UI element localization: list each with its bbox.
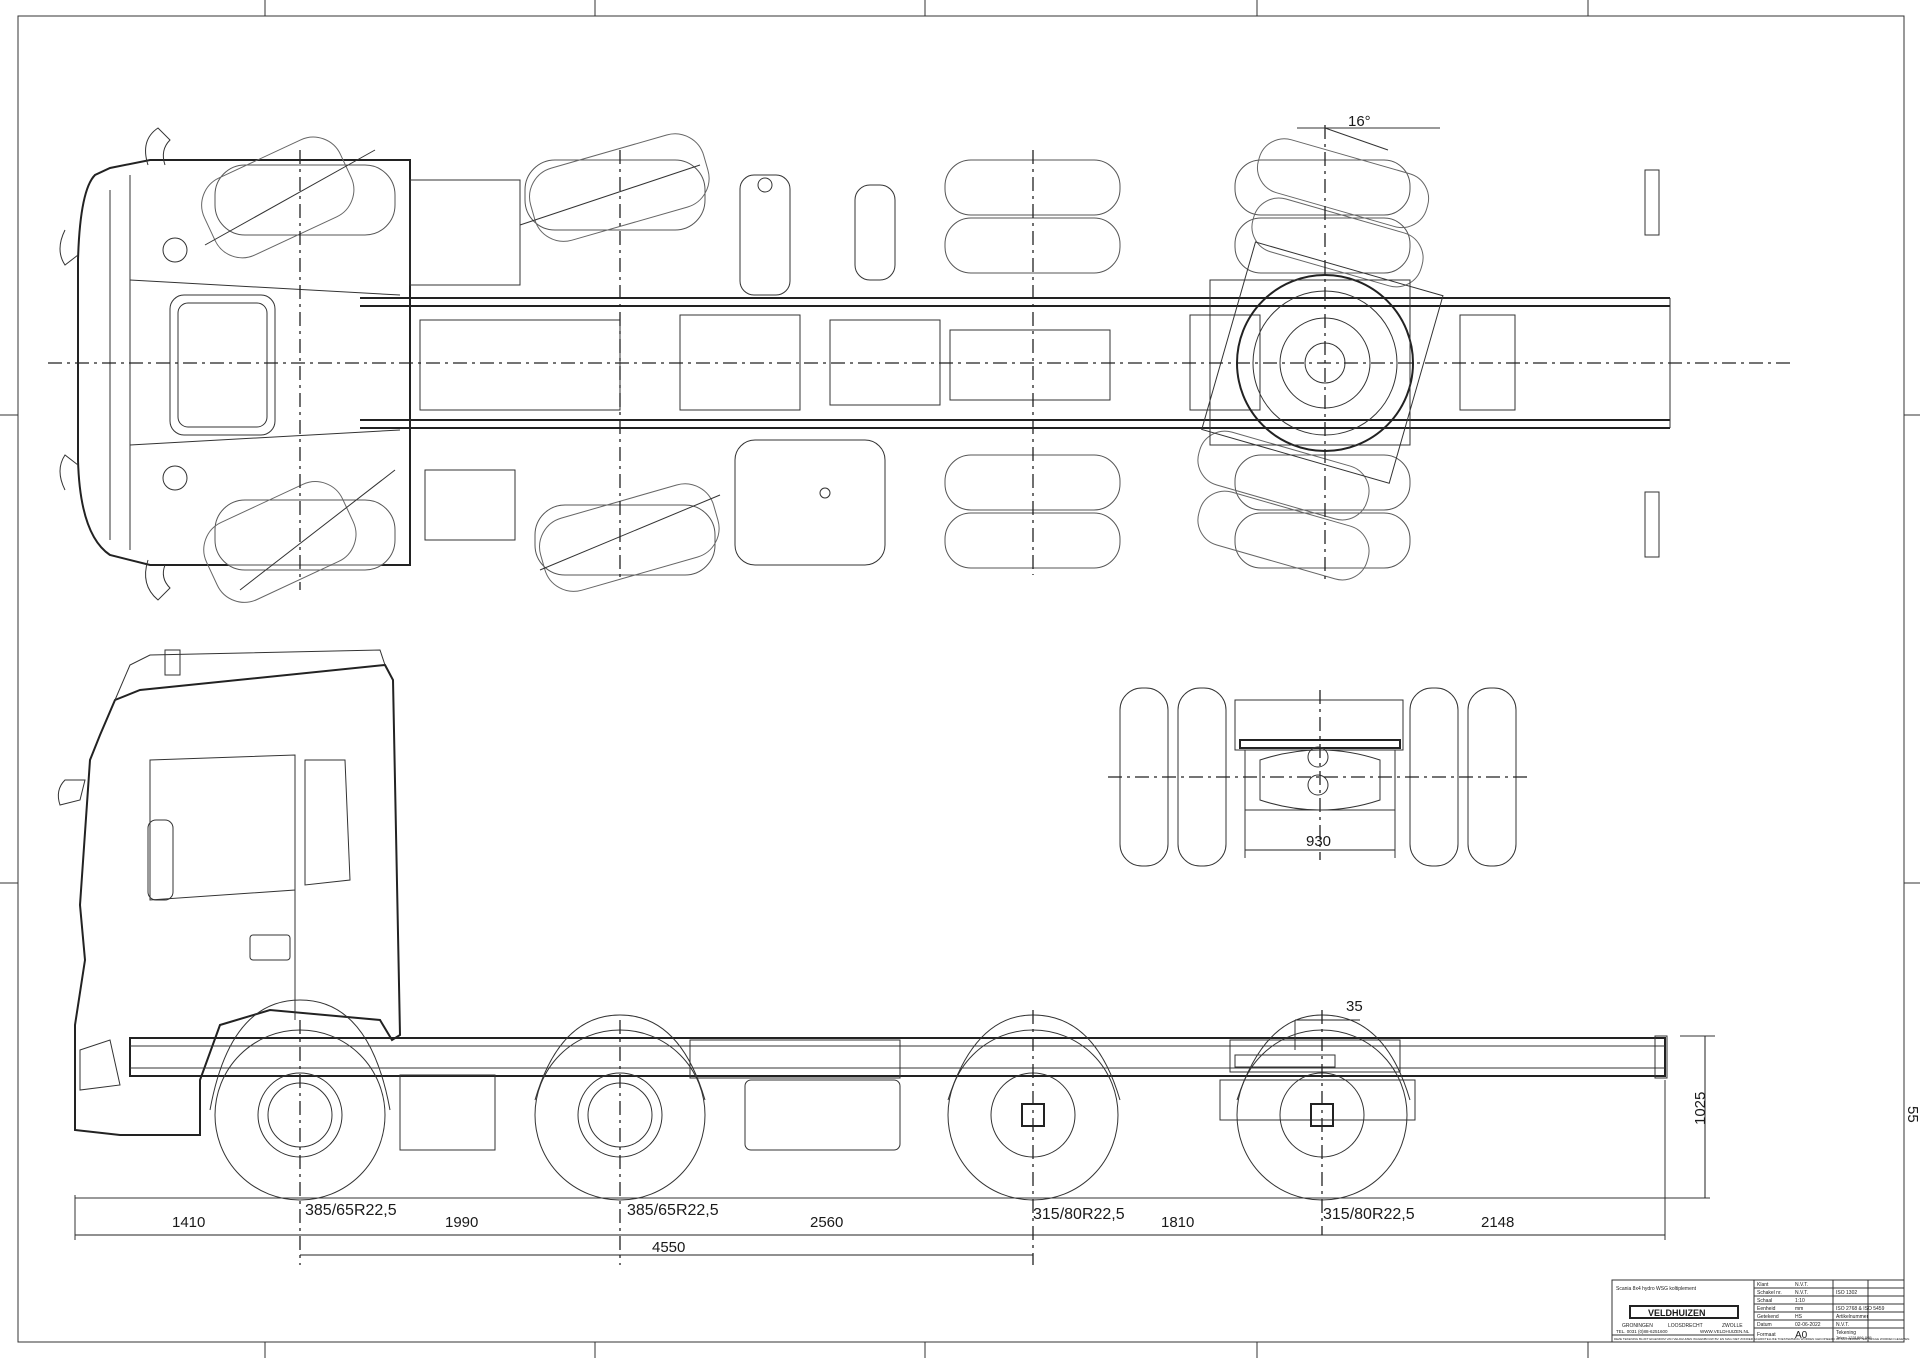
field-value-date: 02-06-2022 xyxy=(1795,1322,1821,1328)
field-label-unit: Eenheid xyxy=(1757,1306,1776,1312)
field-label-drawn: Getekend xyxy=(1757,1314,1779,1320)
field-label-switch: Schakel nr. xyxy=(1757,1290,1782,1296)
frame-height-label: 1025 xyxy=(1692,1092,1709,1125)
right-field-drawing-value: Teken-1231866-005 xyxy=(1836,1335,1872,1340)
field-value-switch: N.V.T. xyxy=(1795,1290,1808,1296)
frame-side xyxy=(129,1035,1668,1151)
field-label-date: Datum xyxy=(1757,1322,1772,1328)
kingpin-offset-label: 35 xyxy=(1346,998,1363,1015)
right-field-article-label: Artikelnummer xyxy=(1836,1314,1869,1320)
field-value-drawn: HS xyxy=(1795,1314,1803,1320)
rear-view xyxy=(1108,687,1532,867)
right-field-drawing-label: Tekening xyxy=(1836,1330,1856,1336)
right-field-tolerance: ISO 2768 & ISO 5459 xyxy=(1836,1306,1885,1312)
top-view: 16° xyxy=(48,113,1795,603)
cab-side xyxy=(57,649,402,1136)
centerlines-side xyxy=(299,1010,1360,1265)
title-description: Scania 8x4 hydro WSG koltiplement xyxy=(1616,1286,1697,1292)
field-label-scale: Schaal xyxy=(1757,1298,1772,1304)
field-value-scale: 1:10 xyxy=(1795,1298,1805,1304)
address-1: GRONINGEN xyxy=(1622,1323,1653,1329)
company-phone: TEL. 0031 (0)88-6251600 xyxy=(1616,1329,1668,1334)
right-field-roughness: ISO 1302 xyxy=(1836,1290,1857,1296)
side-number: 55 xyxy=(1904,1106,1920,1123)
field-label-format: Formaat xyxy=(1757,1332,1776,1338)
field-label-client: Klant xyxy=(1757,1282,1769,1288)
dim-1810: 1810 xyxy=(1161,1214,1194,1231)
wheels-side xyxy=(209,999,1411,1201)
front-axle-tires-top xyxy=(201,133,721,603)
dim-2560: 2560 xyxy=(810,1214,843,1231)
company-website: WWW.VELDHUIZEN.NL xyxy=(1700,1329,1750,1334)
right-field-article-value: N.V.T. xyxy=(1836,1322,1849,1328)
dim-2148: 2148 xyxy=(1481,1214,1514,1231)
dim-4550: 4550 xyxy=(652,1239,685,1256)
tire-label-rear-1: 315/80R22,5 xyxy=(1033,1206,1125,1223)
rear-axle-tires-top xyxy=(944,138,1430,581)
tire-label-rear-2: 315/80R22,5 xyxy=(1323,1206,1415,1223)
title-block xyxy=(1611,1279,1905,1343)
side-view: 35 1025 385/65R22,5 385/65R22,5 315/80R2… xyxy=(57,649,1715,1265)
tire-label-front-1: 385/65R22,5 xyxy=(305,1202,397,1219)
chassis-frame-top xyxy=(360,169,1671,558)
field-value-unit: mm xyxy=(1795,1306,1803,1312)
address-3: ZWOLLE xyxy=(1722,1323,1743,1329)
tire-label-front-2: 385/65R22,5 xyxy=(627,1202,719,1219)
angle-label: 16° xyxy=(1348,113,1371,130)
cab-top xyxy=(59,127,411,601)
field-value-client: N.V.T. xyxy=(1795,1282,1808,1288)
dimension-lines xyxy=(74,1035,1715,1256)
address-2: LOOSDRECHT xyxy=(1668,1323,1703,1329)
company-logo: VELDHUIZEN xyxy=(1648,1308,1706,1318)
tanks-top xyxy=(409,174,896,566)
field-value-format: A0 xyxy=(1795,1330,1808,1341)
dim-1990: 1990 xyxy=(445,1214,478,1231)
copyright-footer: DEZE TEKENING BLIJFT EIGENDOM VAN VELDHU… xyxy=(1614,1337,1910,1341)
centerlines-top xyxy=(48,125,1795,590)
dim-1410: 1410 xyxy=(172,1214,205,1231)
track-width-label: 930 xyxy=(1306,833,1331,850)
